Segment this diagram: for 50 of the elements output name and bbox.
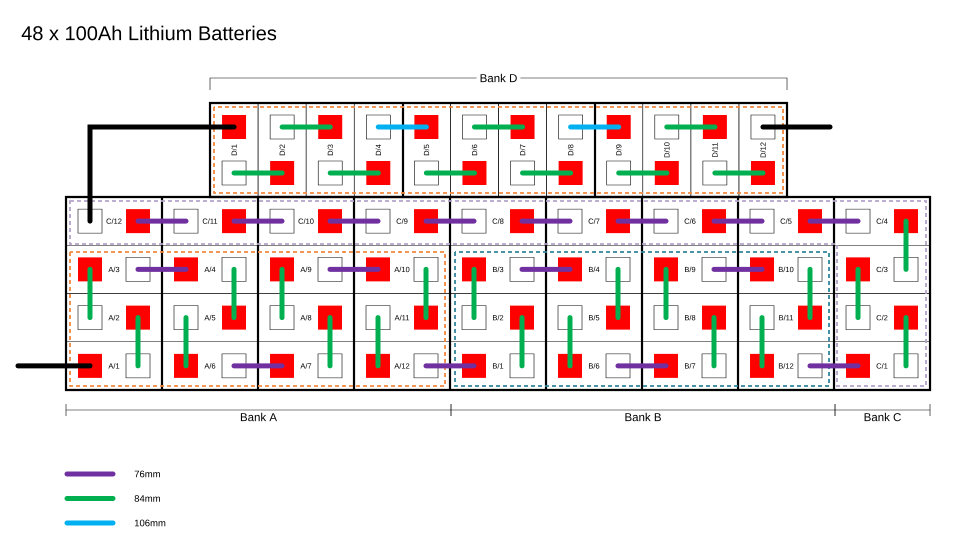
link-bar xyxy=(424,170,477,176)
link-bar xyxy=(136,266,188,272)
title: 48 x 100Ah Lithium Batteries xyxy=(22,26,276,40)
link-bar xyxy=(280,266,284,320)
bank-label: Bank B xyxy=(625,412,661,422)
link-bar xyxy=(424,363,476,368)
link-bar xyxy=(472,266,476,320)
link-bar xyxy=(904,315,909,368)
link-bar xyxy=(760,315,765,368)
link-bar xyxy=(520,218,572,224)
link-bar xyxy=(328,170,381,176)
link-bar xyxy=(568,315,572,368)
link-bar xyxy=(568,124,622,130)
link-bar xyxy=(232,266,236,320)
link-bar xyxy=(520,315,524,368)
cable xyxy=(88,124,237,224)
link-bar xyxy=(616,363,668,368)
link-bar xyxy=(712,266,765,272)
link-bar xyxy=(328,315,332,368)
link-bar xyxy=(808,266,813,320)
link-bar xyxy=(712,315,716,368)
link-bar xyxy=(520,170,574,176)
link-bar xyxy=(664,266,668,320)
link-bar xyxy=(232,218,284,224)
link-bar xyxy=(136,315,140,368)
bank-label: Bank C xyxy=(864,412,901,422)
link-bar xyxy=(328,218,380,224)
link-bar xyxy=(808,363,861,368)
link-bar xyxy=(712,218,765,224)
link-bar xyxy=(616,170,670,176)
legend-label: 106mm xyxy=(134,520,166,526)
link-bar xyxy=(376,124,429,130)
link-bar xyxy=(616,266,620,320)
link-bar xyxy=(712,170,766,176)
bank-label: Bank A xyxy=(240,412,277,422)
link-bar xyxy=(808,218,861,224)
cable xyxy=(16,363,92,368)
bank-label: Bank D xyxy=(476,70,520,86)
link-bar xyxy=(856,266,861,320)
link-bar xyxy=(424,218,476,224)
link-bar xyxy=(184,315,188,368)
link-bar xyxy=(616,218,668,224)
link-bar xyxy=(232,170,285,176)
link-bar xyxy=(232,363,284,368)
legend-label: 76mm xyxy=(134,470,160,478)
link-bar xyxy=(376,315,380,368)
link-bar xyxy=(136,218,188,224)
cable xyxy=(760,124,833,130)
legend-label: 84mm xyxy=(134,495,160,502)
link-bar xyxy=(88,266,92,320)
